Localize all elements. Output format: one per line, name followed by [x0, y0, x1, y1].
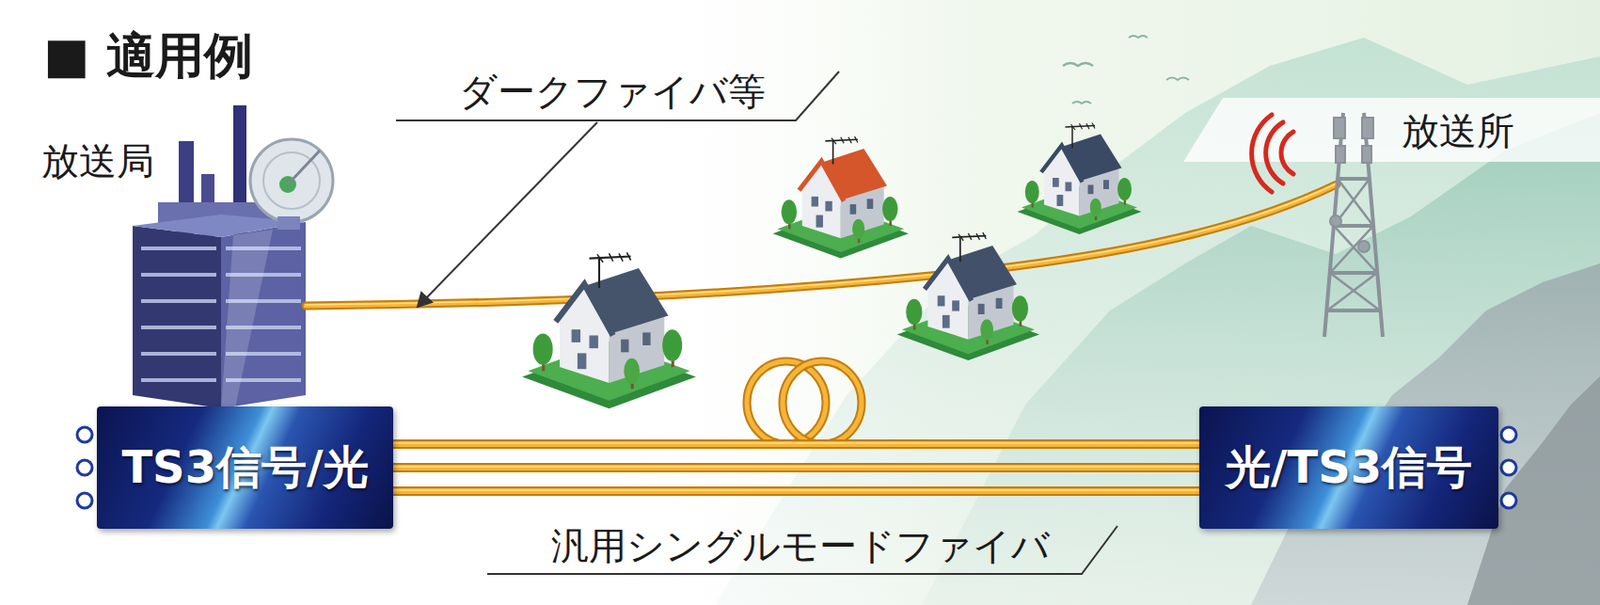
- fiber-stroke: [393, 486, 1200, 496]
- converter-box: TS3信号/光: [96, 406, 394, 529]
- port-circles: [77, 459, 93, 476]
- port-circles: [1501, 427, 1517, 443]
- fiber-stroke: [393, 442, 1200, 444]
- callout-label: 汎用シングルモードファイバ: [551, 523, 1050, 568]
- background: [714, 37, 1600, 605]
- broadcast-building: [141, 325, 217, 330]
- background: [1062, 63, 1094, 66]
- transmission-tower: [1324, 112, 1383, 337]
- transmission-tower: [1333, 117, 1346, 139]
- radio-waves: [1266, 122, 1284, 184]
- transmission-tower: [1330, 272, 1380, 311]
- houses: [773, 136, 909, 259]
- converter-box: 光/TS3信号: [1199, 406, 1499, 529]
- broadcast-building: [250, 139, 333, 222]
- houses: [897, 232, 1040, 361]
- fiber-coil: [782, 361, 862, 444]
- port-circles: [77, 427, 93, 443]
- houses: [1017, 123, 1142, 236]
- radio-waves: [1281, 131, 1294, 175]
- station-label: 放送局: [41, 139, 155, 183]
- callout-brackets: [417, 292, 432, 307]
- fiber-stroke: [393, 464, 1200, 471]
- broadcast-building: [141, 272, 217, 277]
- broadcast-building: [141, 246, 217, 251]
- fiber-stroke: [393, 489, 1200, 492]
- box-text: 光/TS3信号: [1225, 437, 1473, 498]
- broadcast-building: [277, 216, 301, 230]
- optical-fiber: [393, 443, 1200, 444]
- fiber-stroke: [393, 441, 1200, 447]
- diagram-title: ■ 適用例: [43, 28, 254, 85]
- radio-waves: [1251, 114, 1272, 192]
- port-circles: [1501, 459, 1517, 476]
- background: [1166, 78, 1189, 81]
- callout-label: ダークファイバ等: [459, 69, 766, 113]
- callout-brackets: [425, 122, 598, 300]
- broadcast-building: [132, 214, 306, 238]
- broadcast-building: [221, 229, 273, 409]
- fiber-stroke: [393, 439, 1200, 449]
- fiber-coil: [782, 361, 862, 444]
- houses: [522, 252, 697, 409]
- transmission-tower: [1337, 178, 1374, 226]
- broadcast-building: [221, 221, 306, 409]
- broadcast-building: [141, 378, 217, 382]
- broadcast-building: [287, 150, 320, 185]
- background: [1072, 101, 1092, 104]
- box-text: TS3信号/光: [121, 437, 368, 498]
- transmission-tower: [1327, 308, 1380, 313]
- broadcast-building: [141, 299, 217, 303]
- broadcast-building: [141, 351, 217, 356]
- station-panel: [1183, 97, 1600, 162]
- optical-fiber: [393, 466, 1200, 468]
- transmission-tower: [1335, 145, 1346, 163]
- station-panel: [1183, 97, 1600, 162]
- broadcast-building: [132, 105, 333, 409]
- transmission-tower: [1330, 225, 1374, 273]
- fiber-coil: [746, 361, 862, 444]
- fiber-stroke: [393, 462, 1200, 473]
- fiber-stroke: [393, 488, 1200, 494]
- transmission-tower: [1330, 215, 1342, 227]
- background: [1128, 35, 1148, 38]
- broadcast-building: [132, 225, 222, 409]
- fiber-stroke: [393, 465, 1200, 468]
- port-circles: [77, 492, 93, 508]
- broadcast-building: [141, 246, 301, 382]
- transmission-tower: [1358, 240, 1370, 253]
- transmission-tower: [1362, 117, 1374, 139]
- transmission-tower: [1362, 145, 1372, 163]
- transmission-tower: [1330, 270, 1378, 275]
- port-circles: [1501, 492, 1517, 508]
- transmission-tower: [1333, 225, 1378, 273]
- transmission-tower: [1337, 176, 1370, 181]
- radio-waves: [1251, 114, 1294, 192]
- optical-fiber: [393, 490, 1200, 492]
- station-label: 放送所: [1401, 109, 1515, 153]
- transmission-tower: [1327, 272, 1378, 311]
- callout-brackets: [396, 71, 1118, 574]
